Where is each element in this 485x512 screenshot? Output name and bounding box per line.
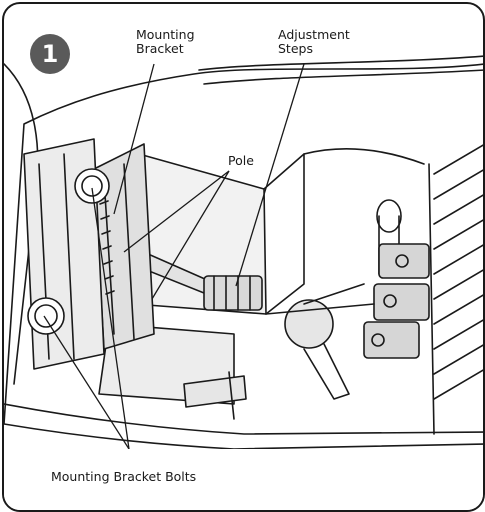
upper-bolt (74, 168, 110, 204)
leader-bolts-2 (91, 187, 130, 450)
label-mounting-bracket-bolts: Mounting Bracket Bolts (49, 469, 199, 484)
cylinder-part (376, 199, 402, 233)
adjustment-step-block (203, 275, 263, 311)
round-knob (284, 299, 334, 349)
leader-pole-2 (151, 170, 230, 300)
label-adjustment-steps: Adjustment Steps (276, 27, 352, 56)
label-mounting-bracket: Mounting Bracket (134, 27, 197, 56)
terminal-block-2 (373, 283, 430, 321)
label-pole: Pole (226, 153, 256, 168)
heat-sink-fins (428, 144, 483, 435)
terminal-block-3 (363, 321, 420, 359)
terminal-block-1 (378, 243, 430, 279)
lower-bolt (27, 297, 65, 335)
leader-mounting-bracket (113, 63, 155, 215)
leader-pole-1 (123, 170, 230, 253)
leader-adjustment-steps (235, 63, 305, 287)
housing-rim (198, 55, 483, 71)
fixture-line-art (4, 55, 483, 450)
step-number-badge: 1 (30, 34, 70, 74)
leader-bolts-1 (43, 315, 130, 450)
